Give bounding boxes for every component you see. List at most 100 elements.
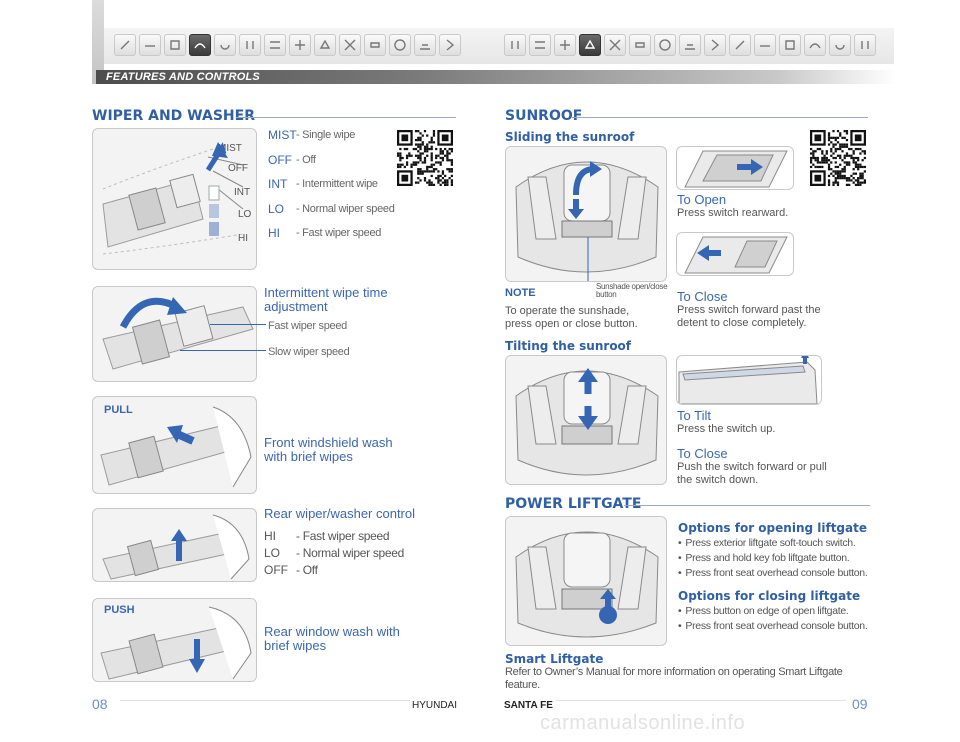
footer-brand-left: HYUNDAI [412,700,458,711]
diagram-label-off: OFF [228,163,248,174]
wiper-mode-key-hi: HI [268,226,280,240]
note-label: NOTE [505,287,536,299]
feature-category-icon [854,34,876,56]
feature-category-icon [214,34,236,56]
wiper-mode-desc-off: - Off [296,153,316,166]
wiper-mode-desc-hi: - Fast wiper speed [296,227,382,239]
list-item: Press front seat overhead console button… [678,619,898,634]
slow-callout-line [180,350,266,351]
wiper-mode-key-mist: MIST [268,128,297,142]
wiper-section-title: WIPER AND WASHER [92,108,255,124]
front-wash-title: Front windshield wash with brief wipes [264,435,393,464]
feature-category-icon [439,34,461,56]
sliding-title: Sliding the sunroof [505,130,635,144]
wiper-mode-desc-int: - Intermittent wipe [296,178,378,190]
feature-category-icon [604,34,626,56]
feature-icons-left [114,34,461,56]
feature-category-icon [529,34,551,56]
sunroof-section-title: SUNROOF [505,108,583,124]
closing-options-list: Press button on edge of open liftgate.Pr… [678,604,898,634]
feature-icon-bar [104,28,894,64]
diagram-label-hi: HI [238,233,248,244]
wiper-mode-key-lo: LO [268,201,285,216]
left-page-number: 08 [92,696,108,712]
tilting-console-diagram [505,355,667,485]
tilt-close-title: To Close [677,446,728,461]
list-item: Press front seat overhead console button… [678,566,898,581]
list-item: Press exterior liftgate soft-touch switc… [678,536,898,551]
feature-category-icon [139,34,161,56]
to-open-title: To Open [677,192,727,207]
front-wash-diagram [92,396,257,494]
right-footer-rule [556,700,846,701]
feature-category-icon [389,34,411,56]
qr-code-sunroof [810,130,866,186]
feature-category-icon [164,34,186,56]
list-item: Press and hold key fob liftgate button. [678,551,898,566]
feature-icons-right [504,34,876,56]
feature-category-icon [704,34,726,56]
wiper-mode-desc-mist: - Single wipe [296,129,356,141]
fast-callout-line [210,324,266,325]
liftgate-console-diagram [505,516,667,646]
rear-mode-key-off: OFF [264,563,288,577]
feature-category-icon [829,34,851,56]
header-tab [92,0,104,84]
feature-category-icon [289,34,311,56]
feature-category-icon [579,34,601,56]
feature-category-icon [364,34,386,56]
slow-speed-label: Slow wiper speed [268,346,350,358]
intermittent-diagram [92,286,257,382]
rear-control-diagram [92,508,257,582]
tilt-illustration [676,355,822,405]
feature-category-icon [804,34,826,56]
rear-wash-title: Rear window wash with brief wipes [264,624,400,653]
wiper-mode-desc-lo: - Normal wiper speed [296,202,395,215]
rear-mode-key-lo: LO [264,546,281,560]
left-footer-rule [120,700,410,701]
diagram-label-lo: LO [238,209,252,220]
feature-category-icon [729,34,751,56]
to-close-title: To Close [677,289,728,304]
feature-category-icon [629,34,651,56]
rear-control-title: Rear wiper/washer control [264,506,416,521]
opening-options-title: Options for opening liftgate [678,521,867,535]
rear-wash-diagram [92,598,257,682]
footer-brand-right: SANTA FE [504,700,553,711]
tilt-close-text: Push the switch forward or pull the swit… [677,461,827,486]
smart-liftgate-title: Smart Liftgate [505,652,604,666]
feature-category-icon [504,34,526,56]
diagram-label-mist: MIST [218,143,242,154]
rear-mode-desc-hi: - Fast wiper speed [296,529,390,543]
diagram-label-int: INT [234,187,251,198]
sunshade-callout: Sunshade open/close button [596,282,668,299]
to-tilt-title: To Tilt [677,408,711,423]
sunroof-title-rule [572,117,868,118]
section-strip-label: FEATURES AND CONTROLS [106,71,260,83]
note-text: To operate the sunshade, press open or c… [505,305,638,330]
feature-category-icon [339,34,361,56]
wiper-stalk-diagram [92,128,257,270]
wiper-direction-arrows [205,142,228,236]
rear-mode-key-hi: HI [264,529,276,543]
wiper-mode-key-off: OFF [268,152,292,167]
feature-category-icon [264,34,286,56]
feature-category-icon [239,34,261,56]
tilting-title: Tilting the sunroof [505,339,632,353]
feature-category-icon [654,34,676,56]
close-illustration [676,232,794,276]
list-item: Press button on edge of open liftgate. [678,604,898,619]
feature-category-icon [189,34,211,56]
feature-category-icon [754,34,776,56]
rear-mode-desc-lo: - Normal wiper speed [296,546,405,560]
rear-mode-desc-off: - Off [296,563,318,577]
liftgate-title-rule [624,505,870,506]
watermark: carmanualsonline.info [540,712,746,734]
smart-liftgate-text: Refer to Owner’s Manual for more informa… [505,666,843,691]
wiper-mode-key-int: INT [268,177,288,191]
feature-category-icon [779,34,801,56]
to-open-text: Press switch rearward. [677,207,789,219]
page-header: FEATURES AND CONTROLS [0,0,960,86]
intermittent-title: Intermittent wipe time adjustment [264,285,388,314]
qr-code-wiper [397,130,453,186]
